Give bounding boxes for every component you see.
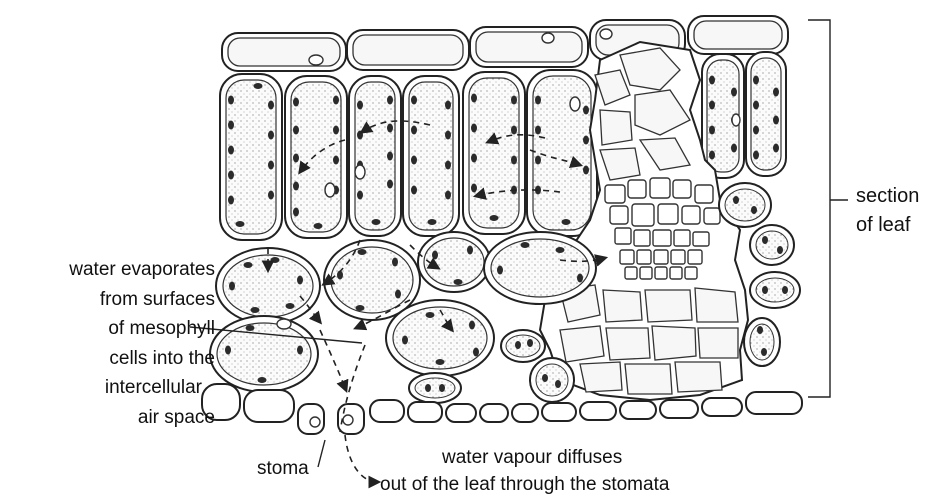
spongy-vacuoles — [277, 319, 291, 329]
label-stoma: stoma — [257, 456, 309, 481]
label-water-evaporates: water evaporates from surfaces of mesoph… — [5, 255, 215, 432]
label-section-of-leaf: section of leaf — [856, 182, 919, 240]
label-water-vapour-diffuses: water vapour diffuses out of the leaf th… — [380, 444, 669, 498]
upper-epidermis — [222, 16, 788, 71]
section-bracket — [808, 20, 848, 397]
stoma-pointer — [318, 440, 325, 467]
